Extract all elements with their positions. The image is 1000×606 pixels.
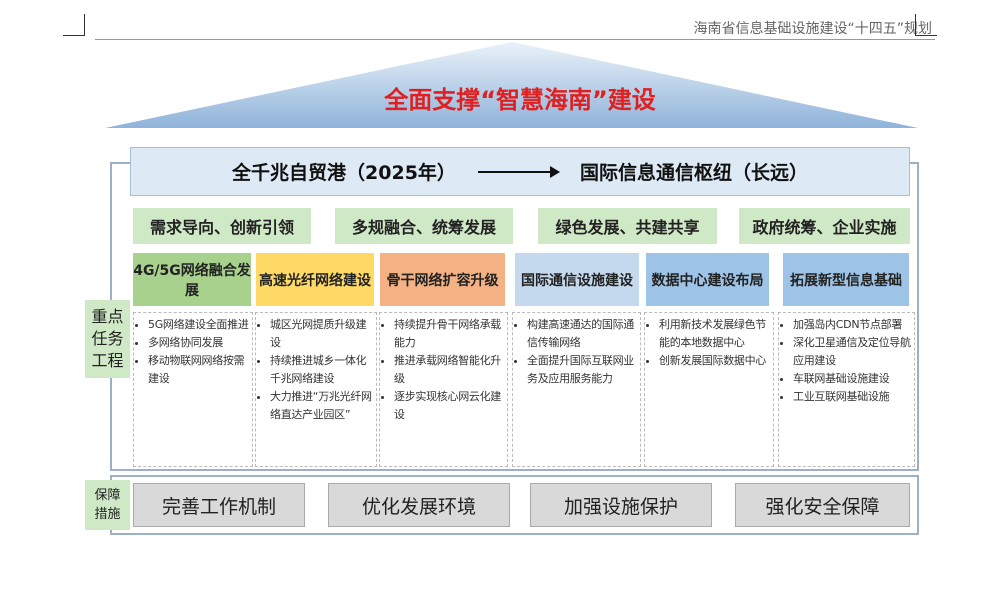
task-category: 4G/5G网络融合发展 bbox=[133, 253, 251, 306]
task-list: 构建高速通达的国际通信传输网络全面提升国际互联网业务及应用服务能力 bbox=[512, 312, 641, 467]
task-list: 利用新技术发展绿色节能的本地数据中心创新发展国际数据中心 bbox=[644, 312, 774, 467]
task-item: 深化卫星通信及定位导航应用建设 bbox=[793, 334, 912, 370]
document-header: 海南省信息基础设施建设“十四五”规划 bbox=[693, 21, 932, 37]
task-list: 加强岛内CDN节点部署深化卫星通信及定位导航应用建设车联网基础设施建设工业互联网… bbox=[778, 312, 915, 467]
header-rule bbox=[95, 39, 935, 40]
crop-mark bbox=[84, 14, 85, 36]
task-item: 全面提升国际互联网业务及应用服务能力 bbox=[527, 352, 638, 388]
side-label-measures: 保障措施 bbox=[85, 480, 130, 530]
arrow-icon bbox=[477, 165, 560, 178]
goal-long: 国际信息通信枢纽（长远） bbox=[579, 162, 808, 184]
task-item: 推进承载网络智能化升级 bbox=[394, 352, 505, 388]
task-item: 持续推进城乡一体化千兆网络建设 bbox=[270, 352, 374, 388]
task-item: 大力推进“万兆光纤网络直达产业园区” bbox=[270, 388, 374, 424]
task-category: 数据中心建设布局 bbox=[646, 253, 769, 306]
task-item: 构建高速通达的国际通信传输网络 bbox=[527, 316, 638, 352]
task-category: 拓展新型信息基础 bbox=[783, 253, 909, 306]
measure: 强化安全保障 bbox=[735, 483, 910, 527]
task-category: 骨干网络扩容升级 bbox=[380, 253, 505, 306]
principle: 多规融合、统筹发展 bbox=[335, 208, 513, 244]
roof-triangle bbox=[105, 42, 918, 128]
task-item: 车联网基础设施建设 bbox=[793, 370, 912, 388]
task-item: 持续提升骨干网络承载能力 bbox=[394, 316, 505, 352]
measure: 优化发展环境 bbox=[328, 483, 510, 527]
task-item: 利用新技术发展绿色节能的本地数据中心 bbox=[659, 316, 771, 352]
measure: 完善工作机制 bbox=[133, 483, 305, 527]
task-list: 城区光网提质升级建设持续推进城乡一体化千兆网络建设大力推进“万兆光纤网络直达产业… bbox=[255, 312, 377, 467]
side-label-text: 保障措施 bbox=[94, 488, 121, 522]
task-item: 5G网络建设全面推进 bbox=[148, 316, 250, 334]
task-item: 创新发展国际数据中心 bbox=[659, 352, 771, 370]
task-item: 加强岛内CDN节点部署 bbox=[793, 316, 912, 334]
side-label-text: 重点任务工程 bbox=[91, 307, 124, 370]
task-category: 高速光纤网络建设 bbox=[256, 253, 374, 306]
task-item: 逐步实现核心网云化建设 bbox=[394, 388, 505, 424]
principle: 政府统筹、企业实施 bbox=[739, 208, 910, 244]
task-item: 城区光网提质升级建设 bbox=[270, 316, 374, 352]
task-list: 持续提升骨干网络承载能力推进承载网络智能化升级逐步实现核心网云化建设 bbox=[379, 312, 508, 467]
goal-near: 全千兆自贸港（2025年） bbox=[232, 162, 456, 184]
principle: 需求导向、创新引领 bbox=[133, 208, 311, 244]
crop-mark bbox=[915, 35, 937, 36]
task-item: 工业互联网基础设施 bbox=[793, 388, 912, 406]
principle: 绿色发展、共建共享 bbox=[538, 208, 717, 244]
measure: 加强设施保护 bbox=[530, 483, 712, 527]
task-list: 5G网络建设全面推进多网络协同发展移动物联网网络按需建设 bbox=[133, 312, 253, 467]
crop-mark bbox=[915, 14, 916, 36]
crop-mark bbox=[63, 35, 85, 36]
task-item: 多网络协同发展 bbox=[148, 334, 250, 352]
goal-banner: 全千兆自贸港（2025年） 国际信息通信枢纽（长远） bbox=[130, 147, 910, 196]
task-item: 移动物联网网络按需建设 bbox=[148, 352, 250, 388]
task-category: 国际通信设施建设 bbox=[515, 253, 639, 306]
main-title: 全面支撑“智慧海南”建设 bbox=[384, 86, 656, 114]
side-label-tasks: 重点任务工程 bbox=[85, 300, 130, 378]
